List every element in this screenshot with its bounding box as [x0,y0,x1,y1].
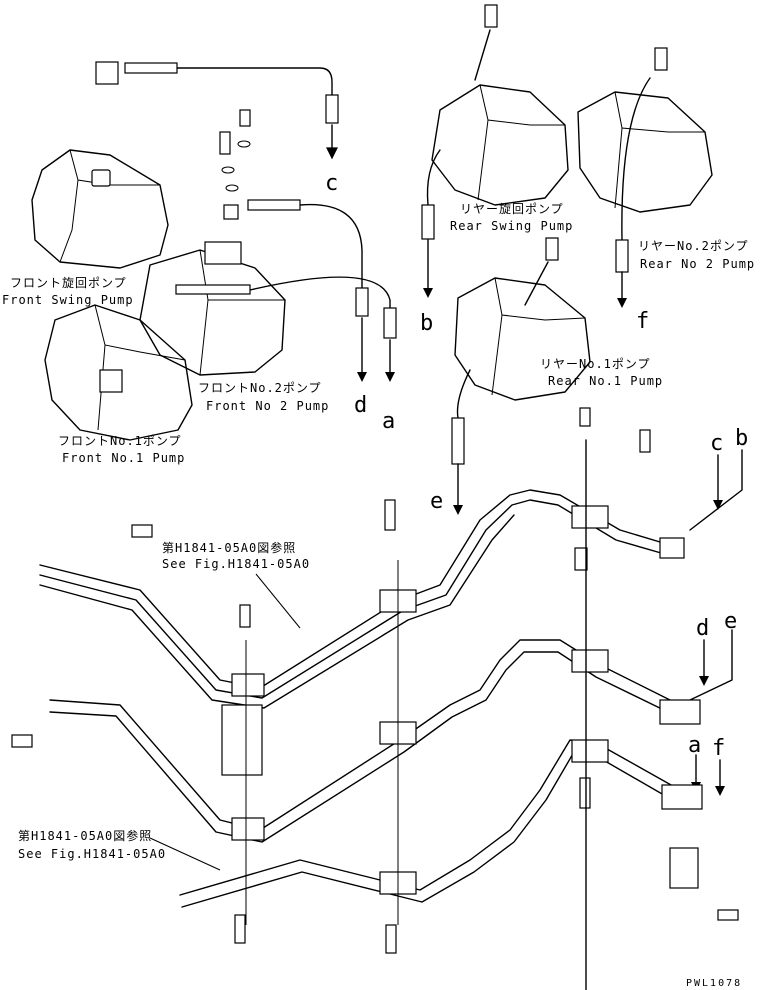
letter-f-right: f [712,736,725,761]
front-no2-pump-label-en: Front No 2 Pump [206,399,329,413]
front-no1-pump-label-en: Front No.1 Pump [62,451,185,465]
letter-a-right: a [688,733,701,758]
front-swing-pump-label-en: Front Swing Pump [2,293,134,307]
rear-no2-pump [577,91,713,213]
front-no1-pump-label-jp: フロントNo.1ポンプ [58,434,182,448]
pipe-run-middle [49,639,671,843]
letter-e-mid: e [430,489,443,514]
leader-lines [149,573,301,871]
connection-arrows [326,124,743,796]
rear-swing-pump-label-en: Rear Swing Pump [450,219,573,233]
front-no2-pump [139,241,286,376]
rear-no1-pump [454,277,591,401]
letter-b-top: b [420,311,433,336]
pump-hoses [95,4,668,465]
pipe-run-upper [39,489,671,709]
see-fig-top-label-en: See Fig.H1841-05A0 [162,557,310,571]
front-swing-pump-label-jp: フロント旋回ポンプ [10,276,127,290]
drawing-code: PWL1078 [686,978,742,989]
reference-labels: 第H1841-05A0図参照 See Fig.H1841-05A0 第H1841… [18,540,310,861]
see-fig-top-label-jp: 第H1841-05A0図参照 [162,540,296,555]
see-fig-bottom-label-en: See Fig.H1841-05A0 [18,847,166,861]
letter-b-right: b [735,426,748,451]
rear-no1-pump-label-en: Rear No.1 Pump [548,374,663,388]
letter-a-left: a [382,409,395,434]
rear-swing-pump-label-jp: リヤー旋回ポンプ [460,202,564,216]
letter-d-left: d [354,393,367,418]
connection-letters: c d a b f e c b d e a f [325,171,748,761]
see-fig-bottom-label-jp: 第H1841-05A0図参照 [18,828,152,843]
letter-d-right: d [696,616,709,641]
letter-c-top: c [325,171,338,196]
rear-swing-pump [431,84,569,206]
rear-no2-pump-label-jp: リヤーNo.2ポンプ [638,239,749,253]
letter-c-right: c [710,431,723,456]
rear-no1-pump-label-jp: リヤーNo.1ポンプ [540,357,651,371]
front-swing-pump [31,149,169,269]
letter-f-top: f [636,309,649,334]
pump-labels: フロント旋回ポンプ Front Swing Pump フロントNo.2ポンプ F… [2,202,755,465]
front-no2-pump-label-jp: フロントNo.2ポンプ [198,381,322,395]
rear-no2-pump-label-en: Rear No 2 Pump [640,257,755,271]
pipe-clamps [11,407,739,990]
fastener-stack [219,109,251,220]
front-no1-pump [44,304,193,441]
letter-e-right: e [724,609,737,634]
